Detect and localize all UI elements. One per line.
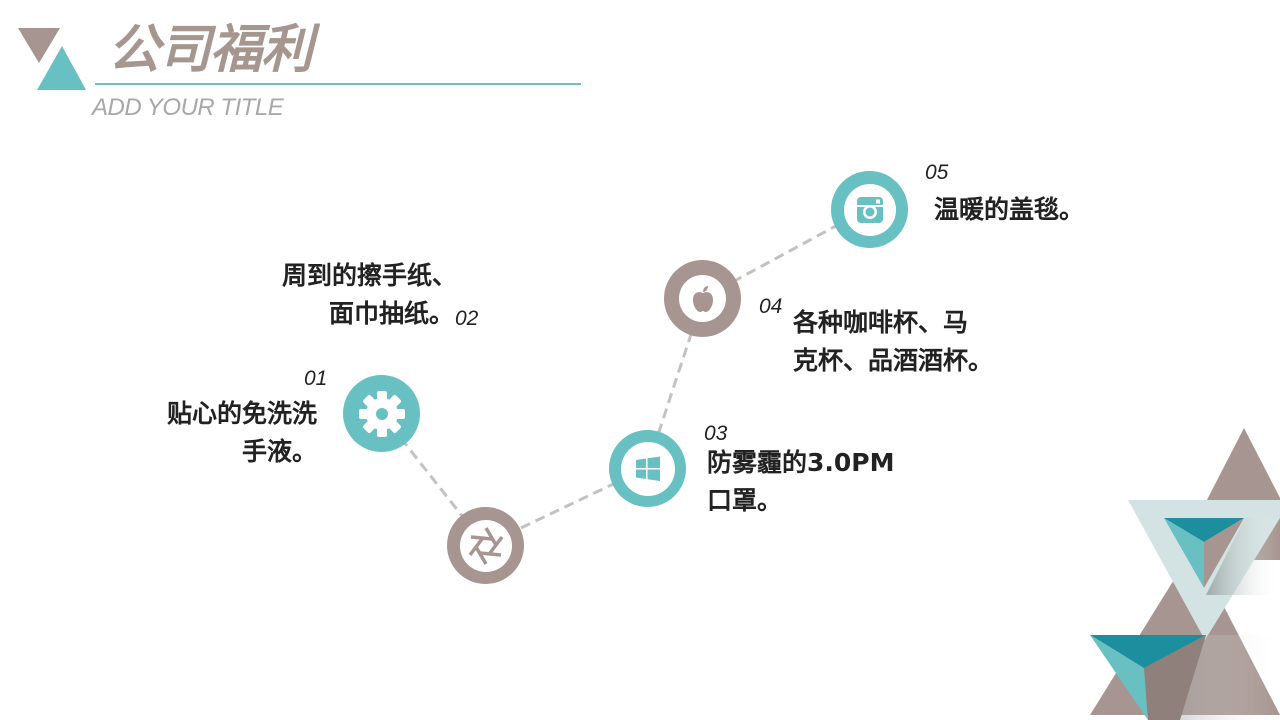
item-04-line-1: 各种咖啡杯、马 bbox=[793, 308, 969, 337]
item-04-text: 各种咖啡杯、马 克杯、品酒酒杯。 bbox=[793, 304, 993, 380]
item-04-number: 04 bbox=[759, 295, 783, 318]
item-05-text: 温暖的盖毯。 bbox=[934, 191, 1084, 229]
node-04-apple bbox=[664, 260, 741, 337]
node-05-camera bbox=[831, 171, 908, 248]
item-01-line-1: 贴心的免洗洗 bbox=[166, 399, 317, 428]
item-03-line-1: 防雾霾的3.0PM bbox=[707, 448, 895, 477]
apple-icon bbox=[692, 285, 713, 312]
item-03-text: 防雾霾的3.0PM 口罩。 bbox=[707, 444, 895, 520]
item-01-text: 贴心的免洗洗 手液。 bbox=[155, 395, 317, 471]
page-title: 公司福利 bbox=[108, 20, 313, 80]
node-01-gear bbox=[343, 375, 420, 452]
windows-icon bbox=[635, 456, 660, 481]
gear-icon bbox=[358, 390, 405, 437]
node-02-aperture bbox=[447, 507, 524, 584]
item-02-line-2: 面巾抽纸。 bbox=[328, 299, 454, 328]
item-02-line-1: 周到的擦手纸、 bbox=[282, 261, 458, 290]
camera-icon bbox=[856, 196, 883, 223]
corner-triangles-decoration bbox=[1090, 428, 1280, 720]
item-01-number: 01 bbox=[304, 367, 328, 390]
title-underline bbox=[95, 83, 581, 85]
item-02-number: 02 bbox=[455, 307, 479, 330]
header-triangles-decoration bbox=[18, 28, 86, 90]
item-05-number: 05 bbox=[925, 161, 949, 184]
item-04-line-2: 克杯、品酒酒杯。 bbox=[793, 346, 994, 375]
item-03-line-2: 口罩。 bbox=[707, 486, 783, 515]
item-05-line-1: 温暖的盖毯。 bbox=[934, 195, 1085, 224]
page-subtitle: ADD YOUR TITLE bbox=[92, 94, 284, 121]
item-01-line-2: 手液。 bbox=[241, 437, 317, 466]
item-03-number: 03 bbox=[704, 422, 728, 445]
item-02-text: 周到的擦手纸、 面巾抽纸。 bbox=[282, 257, 458, 333]
node-03-windows bbox=[609, 430, 686, 507]
aperture-icon bbox=[466, 526, 505, 565]
